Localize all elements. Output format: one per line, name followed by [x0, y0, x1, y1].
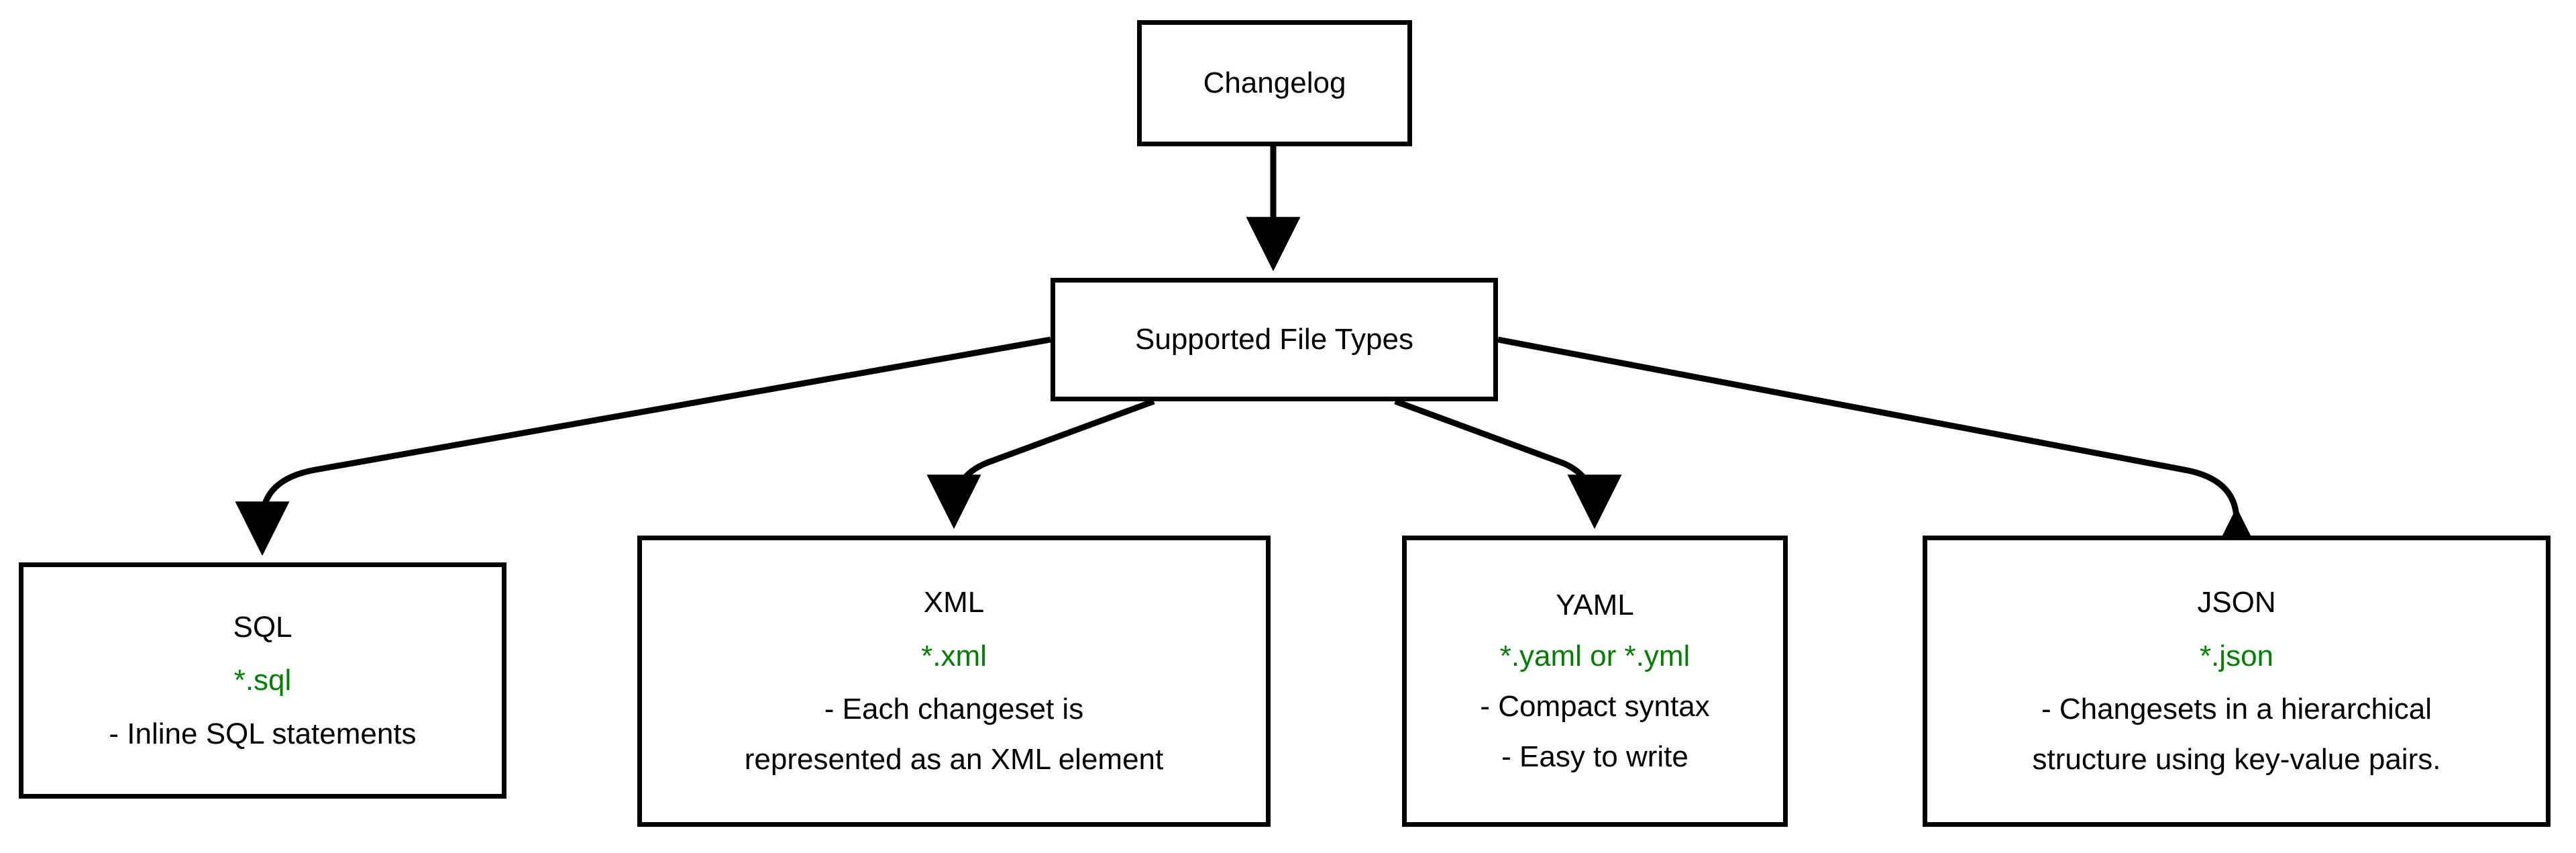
node-json-title: JSON [2197, 586, 2276, 619]
node-yaml[interactable]: YAML *.yaml or *.yml - Compact syntax - … [1402, 536, 1788, 827]
node-supported-file-types-title: Supported File Types [1135, 323, 1413, 356]
node-json-detail-1: structure using key-value pairs. [2032, 743, 2441, 776]
node-xml-title: XML [923, 586, 985, 619]
edge-supported-to-sql [235, 336, 1051, 556]
edge-supported-to-yaml [1394, 398, 1622, 530]
node-sql[interactable]: SQL *.sql - Inline SQL statements [19, 562, 506, 799]
node-yaml-extensions: *.yaml or *.yml [1499, 639, 1690, 672]
edge-supported-to-xml [926, 398, 1155, 530]
node-yaml-detail-0: - Compact syntax [1480, 690, 1710, 723]
node-xml[interactable]: XML *.xml - Each changeset is represente… [637, 536, 1271, 827]
node-supported-file-types[interactable]: Supported File Types [1051, 278, 1498, 401]
node-sql-detail-0: - Inline SQL statements [109, 717, 417, 750]
node-xml-detail-0: - Each changeset is [824, 693, 1084, 725]
node-changelog[interactable]: Changelog [1137, 20, 1412, 146]
node-yaml-detail-1: - Easy to write [1501, 740, 1688, 774]
edge-supported-to-json [1497, 336, 2264, 562]
node-json-extensions: *.json [2199, 639, 2274, 672]
node-sql-title: SQL [233, 611, 292, 644]
node-yaml-title: YAML [1556, 589, 1634, 622]
node-sql-extensions: *.sql [233, 664, 292, 697]
node-xml-extensions: *.xml [921, 639, 987, 672]
node-changelog-title: Changelog [1203, 66, 1346, 100]
node-json-detail-0: - Changesets in a hierarchical [2041, 693, 2432, 725]
node-json[interactable]: JSON *.json - Changesets in a hierarchic… [1923, 536, 2551, 827]
node-xml-detail-1: represented as an XML element [744, 743, 1164, 776]
